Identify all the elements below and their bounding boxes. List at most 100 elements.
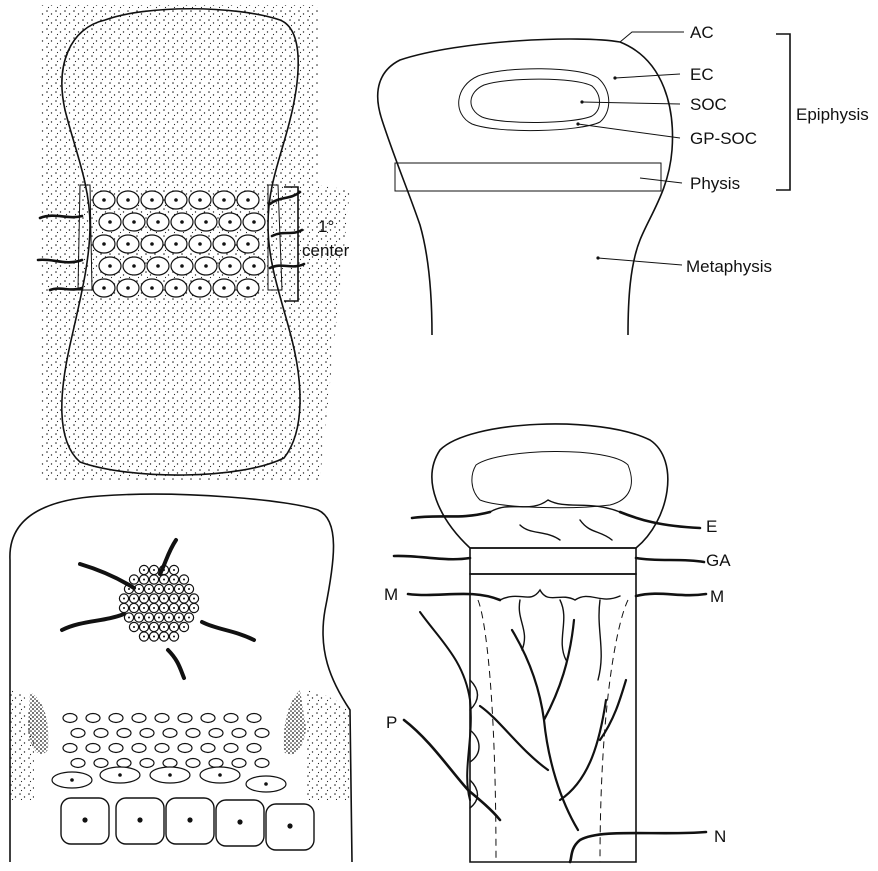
panel-a-primary-center: 1° center: [38, 5, 350, 480]
label-gp-soc: GP-SOC: [690, 129, 757, 148]
periosteal-artery-p: [404, 720, 500, 820]
cell-nucleus: [128, 617, 130, 619]
cell-nucleus: [173, 598, 175, 600]
cell-nucleus: [218, 773, 222, 777]
cell-nucleus: [204, 264, 208, 268]
cell-nucleus: [222, 242, 226, 246]
label-n: N: [714, 827, 726, 846]
cell-nucleus: [153, 636, 155, 638]
cell-nucleus: [150, 242, 154, 246]
label-soc: SOC: [690, 95, 727, 114]
label-e: E: [706, 517, 717, 536]
cell-nucleus: [168, 617, 170, 619]
cell-nucleus: [173, 636, 175, 638]
cell-nucleus: [153, 626, 155, 628]
invading-vessel: [62, 614, 124, 630]
resting-cell: [109, 744, 123, 753]
cell-nucleus: [158, 588, 160, 590]
resting-cell: [117, 729, 131, 738]
secondary-center-grey: [472, 451, 632, 507]
cell-nucleus: [173, 626, 175, 628]
cell-nucleus: [128, 588, 130, 590]
resting-cell: [140, 729, 154, 738]
resting-cell: [178, 744, 192, 753]
cell-nucleus: [198, 286, 202, 290]
cell-nucleus: [132, 220, 136, 224]
right-perichondrial-ring: [284, 690, 306, 755]
resting-cell: [232, 759, 246, 768]
resting-cell: [155, 744, 169, 753]
label-ec: EC: [690, 65, 714, 84]
cell-nucleus: [123, 598, 125, 600]
label-ac: AC: [690, 23, 714, 42]
resting-cell: [140, 759, 154, 768]
cell-nucleus: [163, 636, 165, 638]
cell-nucleus: [156, 220, 160, 224]
cell-nucleus: [156, 264, 160, 268]
cell-nucleus: [173, 607, 175, 609]
cell-nucleus: [126, 198, 130, 202]
cell-nucleus: [183, 598, 185, 600]
nutrient-artery-trunk: [570, 832, 706, 862]
resting-cell: [201, 744, 215, 753]
epiphysis-cap-outline: [432, 424, 668, 548]
resting-cell: [132, 714, 146, 723]
cell-nucleus: [204, 220, 208, 224]
epiphysis-bracket: [776, 34, 790, 190]
cell-nucleus: [82, 817, 87, 822]
periosteal-vessels: [420, 612, 471, 800]
cell-nucleus: [123, 607, 125, 609]
cell-nucleus: [133, 607, 135, 609]
cell-nucleus: [108, 220, 112, 224]
panel-b-bone-end-schematic: AC EC SOC GP-SOC Physis Metaphysis Epiph…: [378, 23, 869, 335]
cell-nucleus: [246, 198, 250, 202]
cell-nucleus: [198, 198, 202, 202]
metaphyseal-network: [500, 590, 620, 680]
cell-nucleus: [133, 626, 135, 628]
ga-vessel-left: [394, 556, 470, 559]
cell-nucleus: [118, 773, 122, 777]
metaphyseal-artery-left: [408, 594, 500, 600]
growth-plate-soc-ring: [459, 69, 609, 131]
resting-cell: [63, 714, 77, 723]
resting-cell: [86, 744, 100, 753]
resting-cell: [163, 759, 177, 768]
cell-nucleus: [137, 817, 142, 822]
resting-cell: [63, 744, 77, 753]
label-ga: GA: [706, 551, 731, 570]
bone-end-outline: [378, 39, 673, 335]
resting-cell: [255, 729, 269, 738]
cell-nucleus: [252, 220, 256, 224]
invading-vessel: [168, 650, 184, 678]
cell-nucleus: [133, 579, 135, 581]
metaphysis-leader: [598, 258, 682, 265]
cell-nucleus: [222, 198, 226, 202]
resting-cell: [109, 714, 123, 723]
cell-nucleus: [180, 264, 184, 268]
label-epiphysis: Epiphysis: [796, 105, 869, 124]
cell-nucleus: [158, 617, 160, 619]
cell-nucleus: [222, 286, 226, 290]
cell-nucleus: [178, 588, 180, 590]
cell-nucleus: [126, 286, 130, 290]
panel-c-soc-formation: [10, 494, 352, 862]
cell-nucleus: [188, 588, 190, 590]
resting-cell: [163, 729, 177, 738]
cell-nucleus: [138, 588, 140, 590]
cell-nucleus: [148, 617, 150, 619]
resting-cell: [209, 759, 223, 768]
resting-chondrocytes: [63, 714, 269, 768]
cell-nucleus: [174, 242, 178, 246]
cell-nucleus: [143, 636, 145, 638]
cell-nucleus: [102, 242, 106, 246]
cell-nucleus: [180, 220, 184, 224]
metaphyseal-artery-right: [636, 594, 706, 596]
cell-nucleus: [173, 579, 175, 581]
perichondrium-stipple-right: [306, 690, 350, 800]
cell-nucleus: [153, 569, 155, 571]
resting-cell: [178, 714, 192, 723]
cell-nucleus: [153, 598, 155, 600]
cell-nucleus: [198, 242, 202, 246]
cell-nucleus: [102, 286, 106, 290]
resting-cell: [232, 729, 246, 738]
